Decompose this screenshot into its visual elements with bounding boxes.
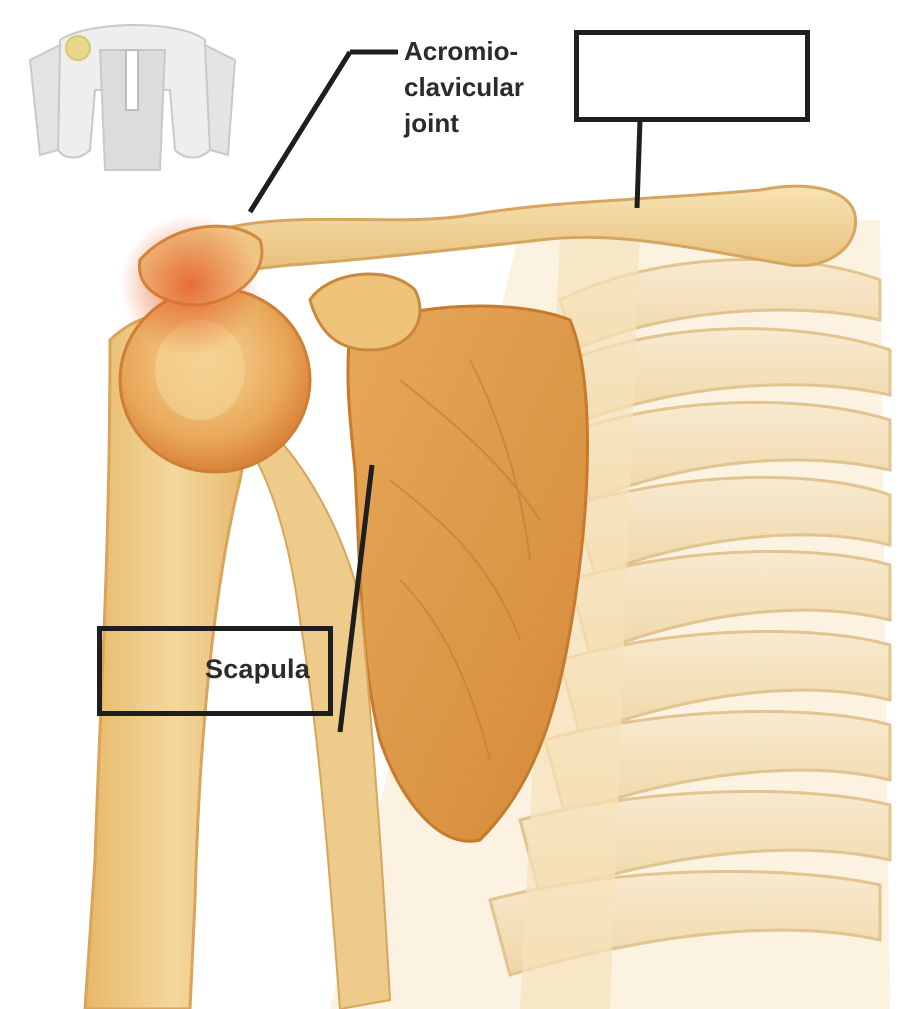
acromioclavicular-label-line-3: joint [404,106,459,140]
acromioclavicular-leader-line [250,52,350,212]
clavicle-label-box[interactable] [574,30,810,122]
acromioclavicular-label-line-1: Acromio- [404,34,518,68]
acromioclavicular-label-line-2: clavicular [404,70,524,104]
scapula-label: Scapula [205,654,310,685]
coracoid-process [310,274,420,350]
skeleton-thumbnail [30,25,235,170]
acromioclavicular-joint-highlight [120,215,260,355]
clavicle-leader-line [637,120,640,208]
clavicle [170,186,856,271]
